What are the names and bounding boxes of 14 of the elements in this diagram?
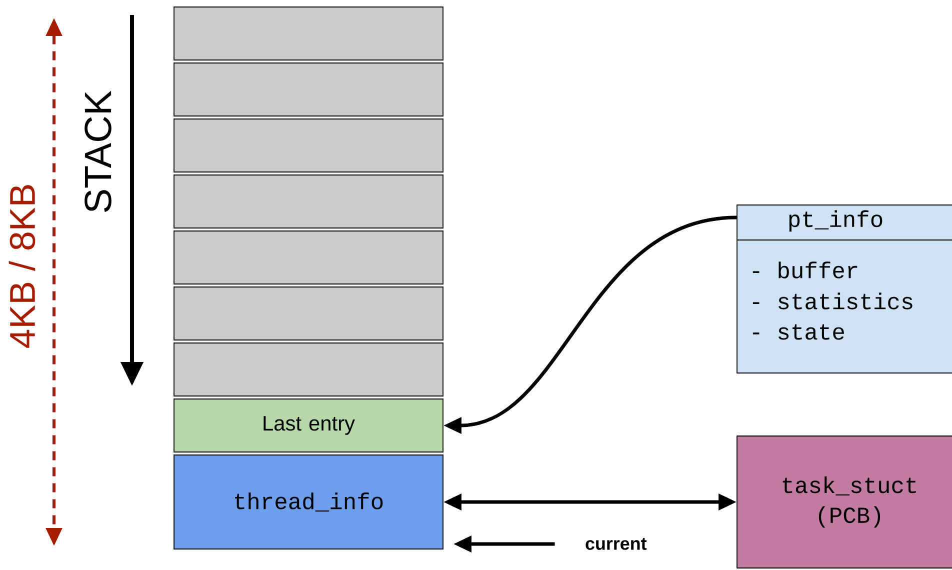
- stack-frame: [174, 342, 444, 396]
- stack-frame: [174, 174, 444, 228]
- stack-frame: [174, 6, 444, 60]
- stack-frame: [174, 230, 444, 284]
- size-label: 4KB / 8KB: [8, 185, 36, 348]
- stack-frame: [174, 118, 444, 172]
- memory-box: thread_info: [174, 454, 444, 550]
- stack-label: STACK: [84, 90, 112, 212]
- memory-box: task_stuct (PCB): [736, 436, 952, 568]
- stack-frame: [174, 286, 444, 340]
- struct-box: pt_info - buffer - statistics - state: [736, 204, 952, 374]
- stack-frame: [174, 62, 444, 116]
- memory-box: Last entry: [174, 398, 444, 452]
- label-text: current: [586, 538, 647, 550]
